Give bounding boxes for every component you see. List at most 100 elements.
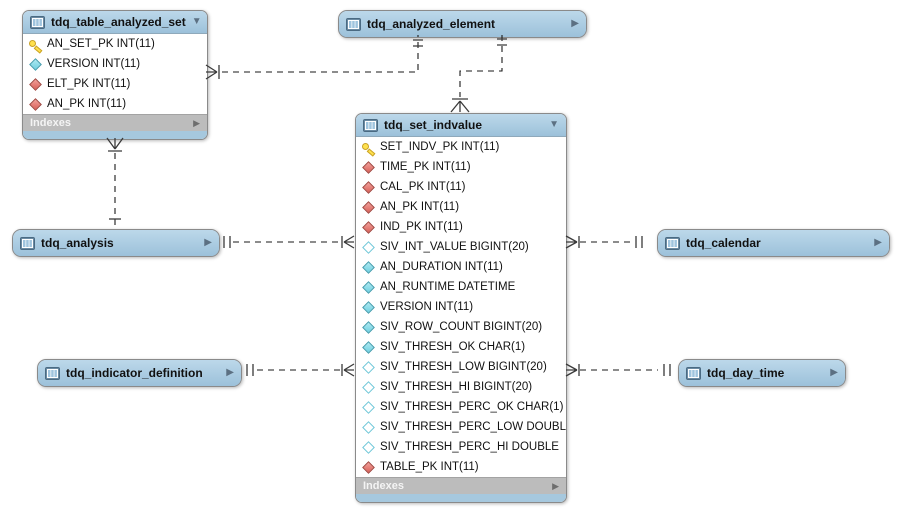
column-label: TIME_PK INT(11): [380, 161, 471, 173]
tick-one-analyzedelement-right: [497, 38, 507, 46]
table-icon: [20, 236, 35, 250]
expand-arrow-icon[interactable]: ▶: [571, 18, 579, 29]
fk-icon: [362, 461, 375, 474]
tick-one-daytime-left: [663, 364, 671, 376]
table-icon: [363, 118, 378, 132]
column-label: AN_SET_PK INT(11): [47, 38, 155, 50]
expand-arrow-icon[interactable]: ▶: [874, 237, 882, 248]
table-header[interactable]: tdq_analysis ▶: [13, 230, 219, 256]
column-row[interactable]: VERSION INT(11): [23, 54, 207, 74]
indexes-expand-icon[interactable]: ▶: [552, 480, 559, 491]
column-label: TABLE_PK INT(11): [380, 461, 479, 473]
column-row[interactable]: TIME_PK INT(11): [356, 157, 566, 177]
table-tdq-table-analyzed-set[interactable]: tdq_table_analyzed_set ▼ AN_SET_PK INT(1…: [22, 10, 208, 140]
crowfoot-many-setindvalue-right-upper: [565, 235, 580, 249]
notnull-icon: [362, 341, 375, 354]
table-header[interactable]: tdq_calendar ▶: [658, 230, 889, 256]
table-header[interactable]: tdq_day_time ▶: [679, 360, 845, 386]
column-label: SIV_THRESH_LOW BIGINT(20): [380, 361, 547, 373]
column-row[interactable]: VERSION INT(11): [356, 297, 566, 317]
table-icon: [30, 15, 45, 29]
column-row[interactable]: SIV_THRESH_LOW BIGINT(20): [356, 357, 566, 377]
column-row[interactable]: AN_PK INT(11): [23, 94, 207, 114]
notnull-icon: [29, 58, 42, 71]
tick-one-calendar-left: [635, 236, 643, 248]
column-row[interactable]: SIV_THRESH_PERC_LOW DOUBLE: [356, 417, 566, 437]
column-label: VERSION INT(11): [380, 301, 474, 313]
indexes-bar[interactable]: Indexes ▶: [23, 114, 207, 131]
column-row[interactable]: SIV_THRESH_PERC_HI DOUBLE: [356, 437, 566, 457]
nullable-icon: [362, 381, 375, 394]
nullable-icon: [362, 361, 375, 374]
column-label: SIV_THRESH_HI BIGINT(20): [380, 381, 533, 393]
table-title: tdq_calendar: [686, 236, 761, 250]
column-row[interactable]: ELT_PK INT(11): [23, 74, 207, 94]
tick-one-analyzedelement-left: [413, 39, 423, 47]
fk-icon: [362, 181, 375, 194]
table-tdq-calendar[interactable]: tdq_calendar ▶: [657, 229, 890, 257]
column-label: SIV_ROW_COUNT BIGINT(20): [380, 321, 543, 333]
primary-key-icon: [29, 38, 42, 51]
table-tdq-analyzed-element[interactable]: tdq_analyzed_element ▶: [338, 10, 587, 38]
column-label: ELT_PK INT(11): [47, 78, 131, 90]
column-list: SET_INDV_PK INT(11) TIME_PK INT(11) CAL_PK…: [356, 137, 566, 477]
expand-arrow-icon[interactable]: ▶: [204, 237, 212, 248]
column-label: AN_RUNTIME DATETIME: [380, 281, 516, 293]
notnull-icon: [362, 301, 375, 314]
column-row[interactable]: TABLE_PK INT(11): [356, 457, 566, 477]
crowfoot-many-setindvalue-top: [450, 98, 470, 113]
fk-icon: [29, 98, 42, 111]
column-label: AN_DURATION INT(11): [380, 261, 503, 273]
indexes-label: Indexes: [30, 117, 71, 129]
column-row[interactable]: AN_DURATION INT(11): [356, 257, 566, 277]
table-tdq-set-indvalue[interactable]: tdq_set_indvalue ▼ SET_INDV_PK INT(11) TI…: [355, 113, 567, 503]
column-row[interactable]: SET_INDV_PK INT(11): [356, 137, 566, 157]
table-title: tdq_analysis: [41, 236, 114, 250]
table-title: tdq_day_time: [707, 366, 785, 380]
column-label: AN_PK INT(11): [380, 201, 460, 213]
column-row[interactable]: SIV_THRESH_OK CHAR(1): [356, 337, 566, 357]
indexes-bar[interactable]: Indexes ▶: [356, 477, 566, 494]
column-row[interactable]: CAL_PK INT(11): [356, 177, 566, 197]
table-bottom-strip: [356, 494, 566, 502]
table-tdq-day-time[interactable]: tdq_day_time ▶: [678, 359, 846, 387]
column-row[interactable]: AN_RUNTIME DATETIME: [356, 277, 566, 297]
nullable-icon: [362, 441, 375, 454]
column-label: SIV_THRESH_PERC_HI DOUBLE: [380, 441, 559, 453]
column-row[interactable]: SIV_THRESH_HI BIGINT(20): [356, 377, 566, 397]
column-label: CAL_PK INT(11): [380, 181, 466, 193]
collapse-arrow-icon[interactable]: ▼: [549, 119, 559, 130]
table-header[interactable]: tdq_indicator_definition ▶: [38, 360, 241, 386]
column-row[interactable]: SIV_ROW_COUNT BIGINT(20): [356, 317, 566, 337]
notnull-icon: [362, 281, 375, 294]
primary-key-icon: [362, 141, 375, 154]
crowfoot-many-setindvalue-left-lower: [341, 363, 355, 377]
rel-analyzedset-analyzedelement: [222, 35, 419, 73]
tick-one-indicatordef-right: [246, 364, 254, 376]
expand-arrow-icon[interactable]: ▶: [830, 367, 838, 378]
table-tdq-indicator-definition[interactable]: tdq_indicator_definition ▶: [37, 359, 242, 387]
table-title: tdq_analyzed_element: [367, 17, 496, 31]
expand-arrow-icon[interactable]: ▶: [226, 367, 234, 378]
table-header[interactable]: tdq_analyzed_element ▶: [339, 11, 586, 37]
tick-one-analysis-right: [223, 236, 231, 248]
nullable-icon: [362, 401, 375, 414]
crowfoot-many-setindvalue-left-upper: [341, 235, 355, 249]
column-label: SIV_THRESH_OK CHAR(1): [380, 341, 526, 353]
rel-setindvalue-analyzedelement: [459, 35, 503, 97]
column-row[interactable]: AN_PK INT(11): [356, 197, 566, 217]
column-row[interactable]: IND_PK INT(11): [356, 217, 566, 237]
table-header[interactable]: tdq_set_indvalue ▼: [356, 114, 566, 137]
table-tdq-analysis[interactable]: tdq_analysis ▶: [12, 229, 220, 257]
indexes-expand-icon[interactable]: ▶: [193, 117, 200, 128]
column-row[interactable]: SIV_INT_VALUE BIGINT(20): [356, 237, 566, 257]
collapse-arrow-icon[interactable]: ▼: [191, 16, 202, 27]
column-row[interactable]: SIV_THRESH_PERC_OK CHAR(1): [356, 397, 566, 417]
column-label: VERSION INT(11): [47, 58, 141, 70]
column-row[interactable]: AN_SET_PK INT(11): [23, 34, 207, 54]
column-label: SIV_THRESH_PERC_OK CHAR(1): [380, 401, 564, 413]
fk-icon: [362, 201, 375, 214]
column-label: SIV_THRESH_PERC_LOW DOUBLE: [380, 421, 567, 433]
table-header[interactable]: tdq_table_analyzed_set ▼: [23, 11, 207, 34]
